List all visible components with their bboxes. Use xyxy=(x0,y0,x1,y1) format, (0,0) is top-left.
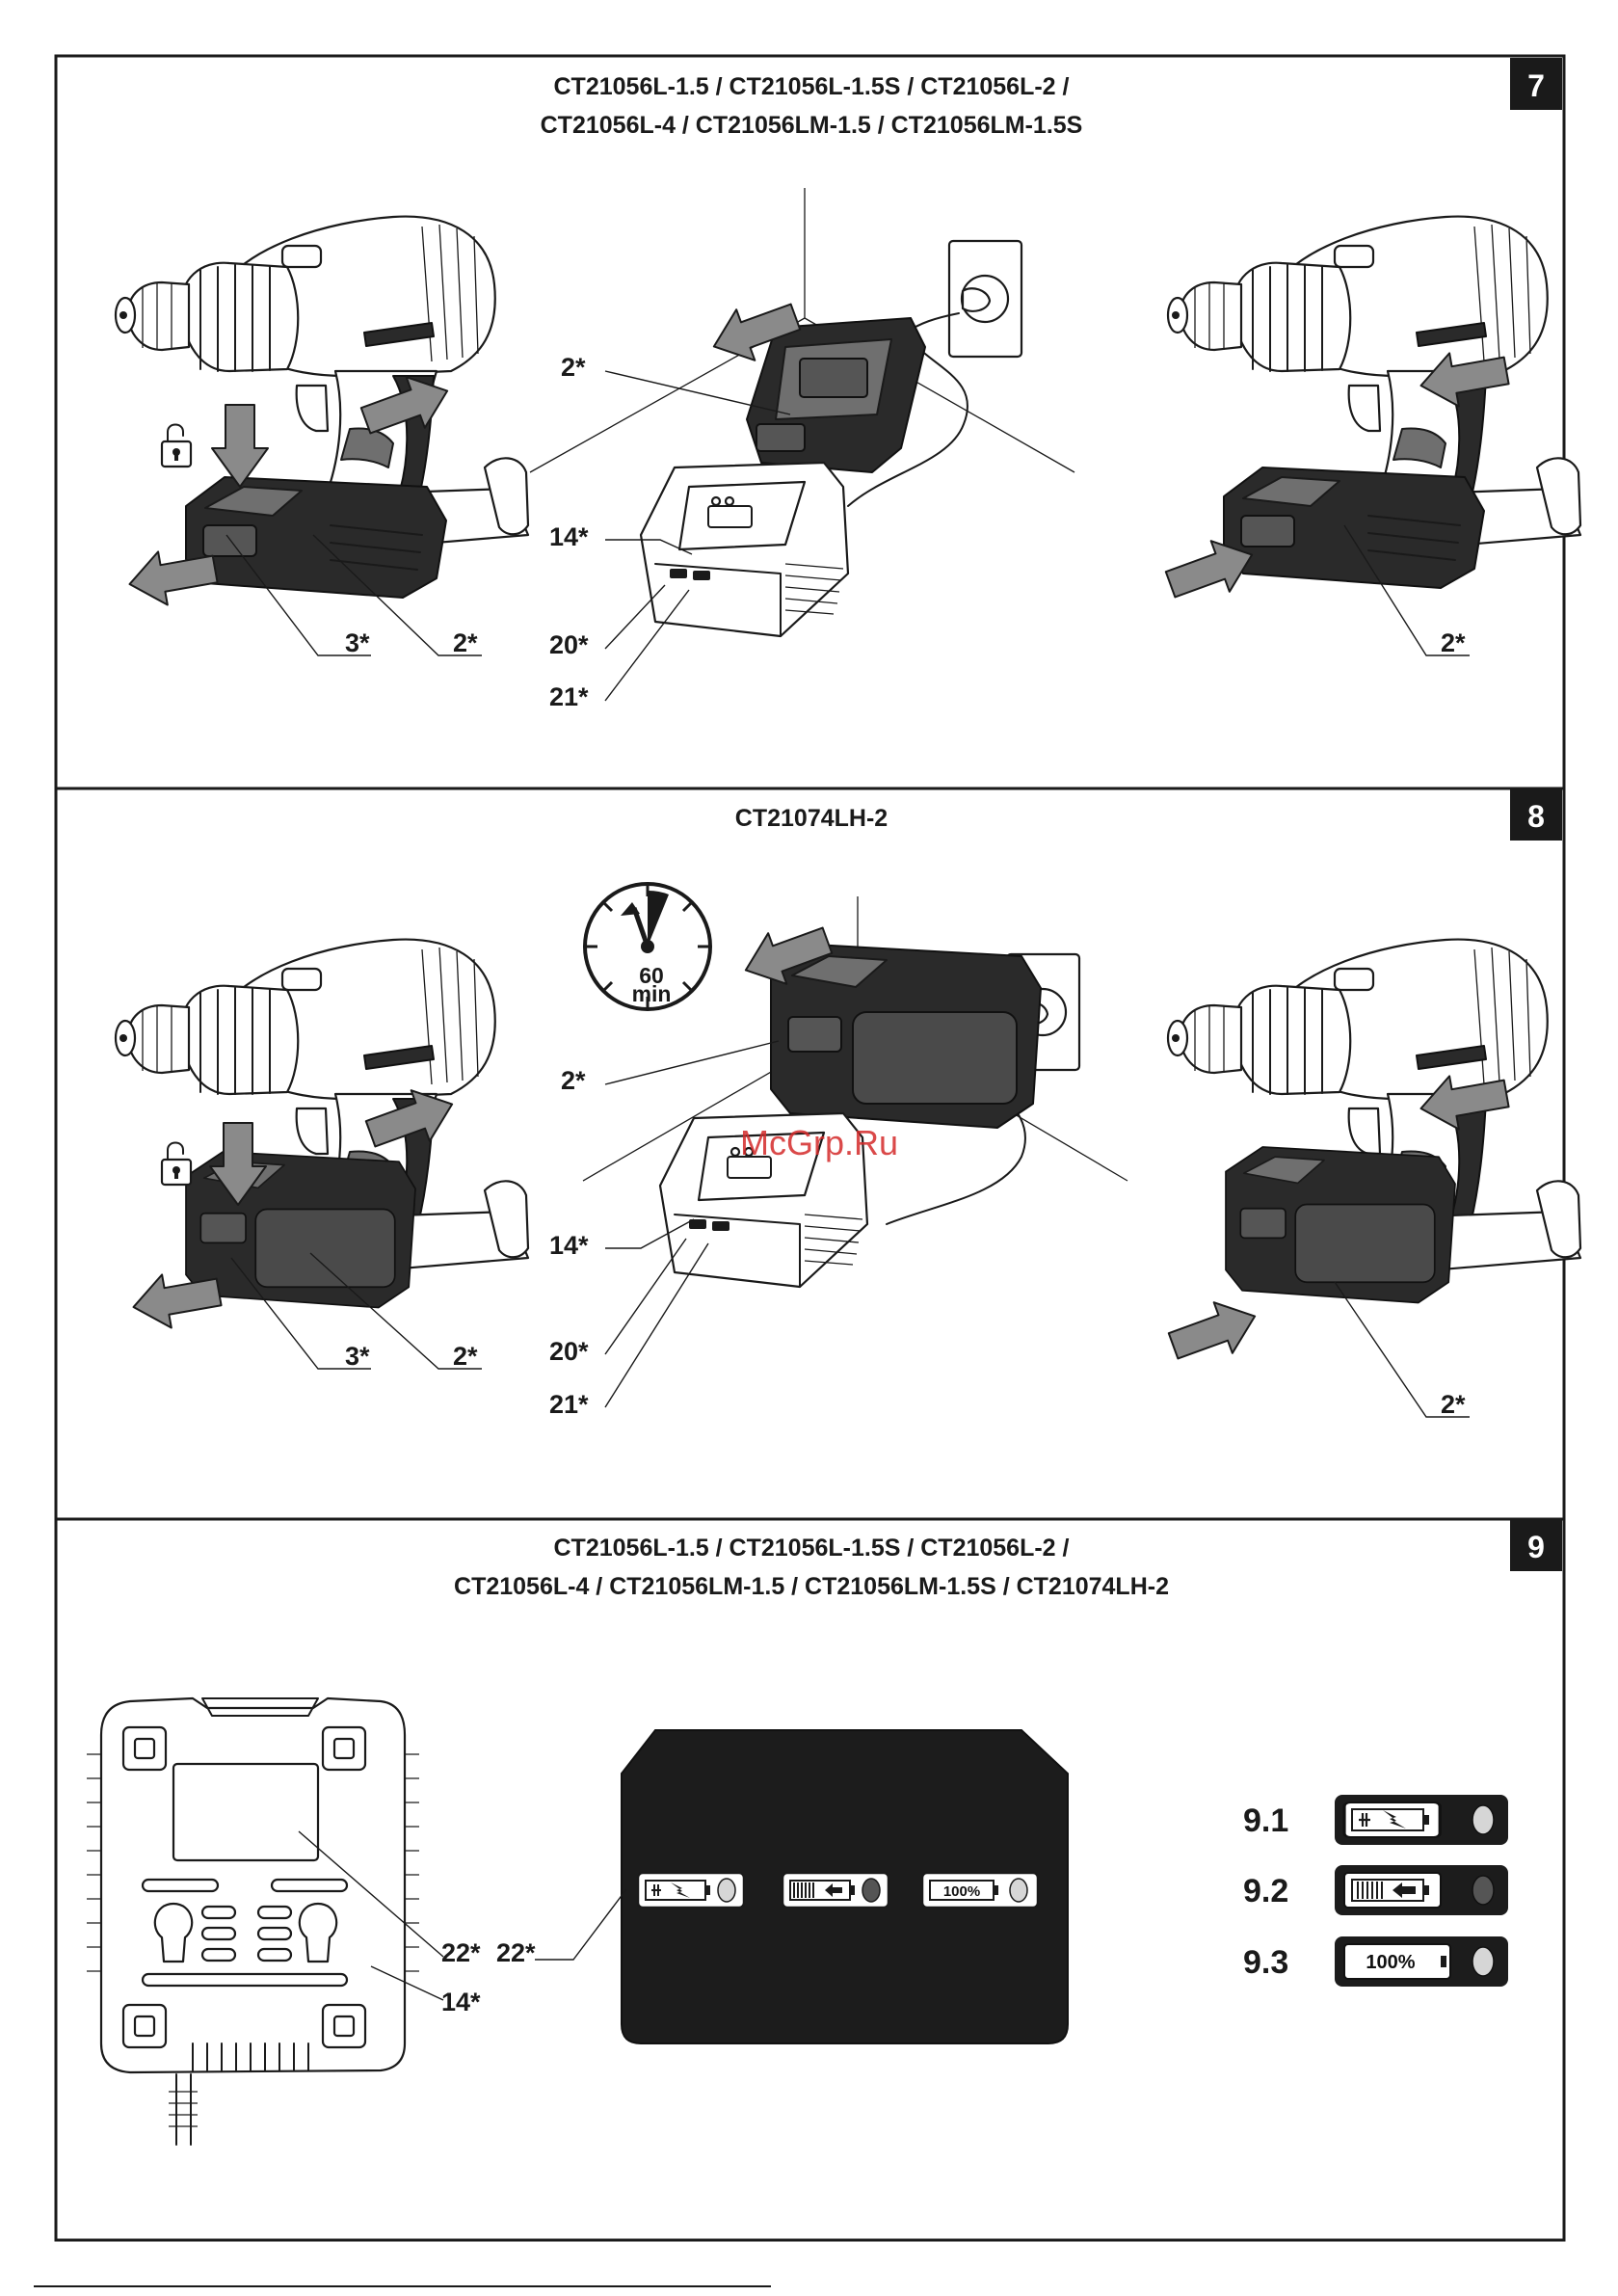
panel-8: CT21074LH-2 8 3* 2* 60 min xyxy=(114,788,1582,1419)
panel-9-title-line1: CT21056L-1.5 / CT21056L-1.5S / CT21056L-… xyxy=(554,1535,1070,1562)
callout-14: 14* xyxy=(441,1988,481,2016)
panel-9-number-tab: 9 xyxy=(1510,1519,1562,1571)
callout-2: 2* xyxy=(453,1342,478,1371)
callout-3: 3* xyxy=(345,1342,370,1371)
legend-row: 9.1 xyxy=(1243,1795,1508,1845)
callout-14: 14* xyxy=(549,522,589,551)
legend-row: 9.2 xyxy=(1243,1865,1508,1915)
battery-full-icon: 100% xyxy=(920,1871,1040,1909)
callout-22: 22* xyxy=(496,1938,536,1967)
callout-2: 2* xyxy=(561,353,586,382)
timer-icon: 60 min xyxy=(583,882,712,1011)
unlock-icon xyxy=(160,423,193,468)
panel-9: CT21056L-1.5 / CT21056L-1.5S / CT21056L-… xyxy=(87,1519,1562,2146)
legend-number: 9.1 xyxy=(1243,1802,1288,1839)
watermark: McGrp.Ru xyxy=(740,1123,898,1162)
charger-base-illustration xyxy=(87,1696,419,2146)
legend-row: 9.3 100% xyxy=(1243,1936,1508,1987)
timer-value: 60 xyxy=(639,963,664,988)
unlock-icon xyxy=(160,1141,193,1187)
legend-number: 9.2 xyxy=(1243,1873,1288,1909)
legend-number: 9.3 xyxy=(1243,1944,1288,1981)
callout-14: 14* xyxy=(549,1231,589,1260)
battery-level-icon xyxy=(781,1871,890,1909)
battery-full-label: 100% xyxy=(943,1883,980,1900)
drill-illustration xyxy=(114,215,530,599)
insert-arrow-icon xyxy=(1163,1290,1265,1373)
panel-8-title: CT21074LH-2 xyxy=(735,805,888,832)
panel-7-number: 7 xyxy=(1527,68,1545,103)
panel-8-number-tab: 8 xyxy=(1510,788,1562,841)
callout-20: 20* xyxy=(549,1337,589,1366)
press-down-arrow-icon xyxy=(209,1122,267,1206)
drill-illustration xyxy=(1166,215,1582,589)
charger-illustration xyxy=(582,896,1128,1289)
battery-charging-icon xyxy=(636,1871,746,1909)
callout-2: 2* xyxy=(561,1066,586,1095)
callout-21: 21* xyxy=(549,682,589,711)
callout-2: 2* xyxy=(453,628,478,657)
callout-21: 21* xyxy=(549,1390,589,1419)
drill-illustration xyxy=(114,938,530,1309)
panel-7: CT21056L-1.5 / CT21056L-1.5S / CT21056L-… xyxy=(114,58,1582,711)
page-border xyxy=(54,54,1566,2242)
panel-7-number-tab: 7 xyxy=(1510,58,1562,110)
charger-illustration xyxy=(529,188,1075,638)
led-display-panel: 100% xyxy=(621,1729,1069,2044)
indicator-legend: 9.1 9.2 xyxy=(1243,1795,1508,1987)
callout-2: 2* xyxy=(1441,628,1466,657)
callout-22: 22* xyxy=(441,1938,481,1967)
panel-7-title-line1: CT21056L-1.5 / CT21056L-1.5S / CT21056L-… xyxy=(554,73,1070,100)
callout-3: 3* xyxy=(345,628,370,657)
panel-8-number: 8 xyxy=(1527,799,1545,834)
drill-illustration xyxy=(1166,938,1582,1304)
press-down-arrow-icon xyxy=(211,404,269,488)
battery-full-label: 100% xyxy=(1366,1952,1415,1973)
panel-9-number: 9 xyxy=(1527,1530,1545,1564)
callout-20: 20* xyxy=(549,630,589,659)
panel-7-title-line2: CT21056L-4 / CT21056LM-1.5 / CT21056LM-1… xyxy=(541,112,1083,139)
panel-9-title-line2: CT21056L-4 / CT21056LM-1.5 / CT21056LM-1… xyxy=(454,1573,1169,1600)
callout-2: 2* xyxy=(1441,1390,1466,1419)
timer-unit: min xyxy=(632,981,672,1006)
